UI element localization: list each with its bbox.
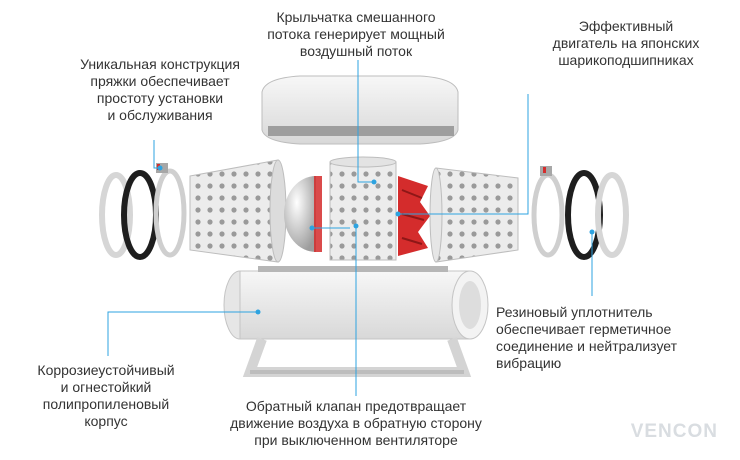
leader-dot-motor bbox=[395, 211, 401, 217]
top-cover-part bbox=[261, 75, 459, 145]
annotation-housing: Коррозиеустойчивый и огнестойкий полипро… bbox=[37, 362, 175, 429]
red-impeller-part bbox=[398, 176, 430, 256]
brand-logo: VENCON bbox=[630, 421, 718, 442]
leader-dot-dome bbox=[309, 225, 315, 231]
left-mount-ring-part bbox=[99, 172, 133, 258]
right-perforated-cone-part bbox=[429, 167, 519, 263]
right-clamp-part bbox=[531, 166, 565, 258]
leader-dot-buckle bbox=[157, 165, 163, 171]
leader-dot-impeller bbox=[371, 179, 377, 185]
annotation-impeller: Крыльчатка смешанного потока генерирует … bbox=[267, 9, 445, 59]
leader-line-housing bbox=[107, 311, 258, 356]
motor-dome-part bbox=[284, 176, 322, 252]
right-mount-ring-part bbox=[595, 172, 629, 258]
leader-line-impeller bbox=[357, 60, 374, 183]
leader-dot-valve bbox=[353, 223, 359, 229]
left-perforated-cone-part bbox=[189, 159, 287, 263]
annotation-valve: Обратный клапан предотвращает движение в… bbox=[230, 398, 482, 448]
annotation-motor: Эффективный двигатель на японских шарико… bbox=[552, 18, 700, 68]
buckle-clamp-part bbox=[153, 163, 187, 258]
annotation-buckle: Уникальная конструкция пряжки обеспечива… bbox=[80, 56, 240, 123]
leader-dot-seal bbox=[589, 229, 595, 235]
leader-line-motor bbox=[398, 94, 529, 215]
leader-dot-housing bbox=[255, 309, 261, 315]
lower-housing-part bbox=[223, 266, 489, 377]
annotation-seal: Резиновый уплотнитель обеспечивает герме… bbox=[496, 304, 678, 371]
center-perforated-drum-part bbox=[329, 156, 397, 261]
